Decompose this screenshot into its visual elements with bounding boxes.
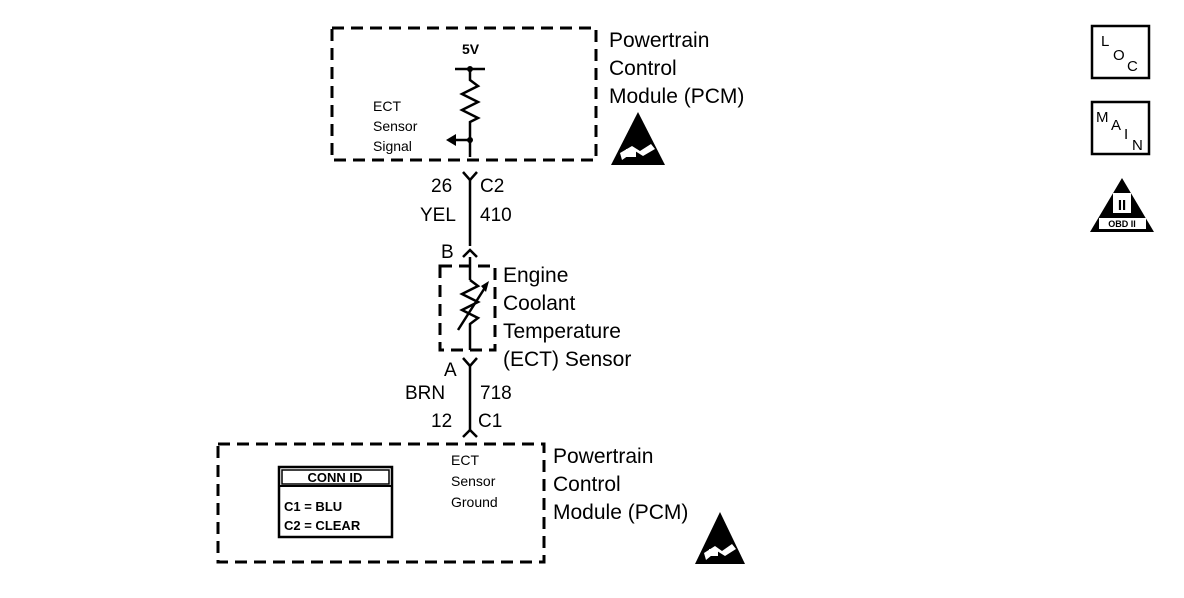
ground-label-line-3: Ground — [451, 494, 498, 510]
reference-voltage-label: 5V — [462, 41, 480, 57]
main-icon-i: I — [1124, 126, 1128, 143]
signal-arrow-icon — [446, 134, 456, 146]
sensor-pin-b-label: B — [441, 242, 454, 263]
pcm-top-title-line-1: Powertrain — [609, 29, 709, 52]
loc-icon-o: O — [1113, 47, 1125, 64]
signal-label-line-1: ECT — [373, 98, 401, 114]
main-icon: M A I N — [1090, 100, 1151, 156]
connector-c1-label: C1 — [478, 411, 502, 432]
obd-ii-label: OBD II — [1108, 219, 1136, 229]
ground-label-line-1: ECT — [451, 452, 479, 468]
thermistor-variable-line — [456, 285, 488, 331]
pcm-bottom-title: Powertrain Control Module (PCM) — [553, 445, 688, 524]
circuit-410-label: 410 — [480, 205, 512, 226]
pcm-top-title-line-3: Module (PCM) — [609, 85, 744, 108]
pin-a-connector-symbol — [462, 357, 478, 368]
loc-icon-c: C — [1127, 58, 1138, 75]
pcm-top-boundary — [330, 26, 598, 162]
obd-ii-roman: II — [1118, 197, 1126, 214]
conn-id-table: CONN ID C1 = BLU C2 = CLEAR — [277, 465, 394, 539]
ect-sensor-ground-label: ECT Sensor Ground — [451, 452, 498, 510]
pcm-bottom-title-line-3: Module (PCM) — [553, 501, 688, 524]
c2-connector-symbol — [462, 171, 478, 182]
ect-sensor-title: Engine Coolant Temperature (ECT) Sensor — [503, 264, 631, 371]
pcm-bottom-boundary — [216, 442, 546, 564]
main-icon-a: A — [1111, 117, 1121, 134]
sensor-pin-a-label: A — [444, 360, 457, 381]
ect-title-line-3: Temperature — [503, 320, 621, 343]
variable-arrow-icon — [481, 281, 489, 292]
pcm-bottom-title-line-1: Powertrain — [553, 445, 653, 468]
conn-id-row-c2: C2 = CLEAR — [284, 518, 361, 533]
pcm-top-title-line-2: Control — [609, 57, 677, 80]
pull-up-resistor — [459, 69, 481, 157]
c1-connector-symbol — [462, 428, 478, 438]
main-icon-m: M — [1096, 109, 1109, 126]
esd-warning-icon — [611, 112, 665, 165]
connector-c2-label: C2 — [480, 176, 504, 197]
ect-title-line-2: Coolant — [503, 292, 576, 315]
ect-sensor-boundary — [438, 264, 497, 352]
conn-id-header: CONN ID — [308, 470, 363, 485]
wire-color-yel-label: YEL — [420, 205, 456, 226]
thermistor — [459, 279, 481, 350]
ground-label-line-2: Sensor — [451, 473, 496, 489]
esd-warning-icon — [695, 512, 745, 564]
obd-ii-icon: II OBD II — [1090, 178, 1154, 232]
pin-12-label: 12 — [431, 411, 452, 432]
signal-label-line-3: Signal — [373, 138, 412, 154]
pin-b-connector-symbol — [462, 248, 478, 258]
wire-color-brn-label: BRN — [405, 383, 445, 404]
loc-icon: L O C — [1090, 24, 1151, 80]
pcm-top-title: Powertrain Control Module (PCM) — [609, 29, 744, 108]
conn-id-row-c1: C1 = BLU — [284, 499, 342, 514]
pcm-bottom-title-line-2: Control — [553, 473, 621, 496]
circuit-718-label: 718 — [480, 383, 512, 404]
ect-title-line-4: (ECT) Sensor — [503, 348, 631, 371]
signal-label-line-2: Sensor — [373, 118, 418, 134]
pin-26-label: 26 — [431, 176, 452, 197]
ect-sensor-signal-label: ECT Sensor Signal — [373, 98, 418, 154]
loc-icon-l: L — [1101, 33, 1109, 50]
ect-title-line-1: Engine — [503, 264, 568, 287]
main-icon-n: N — [1132, 137, 1143, 154]
